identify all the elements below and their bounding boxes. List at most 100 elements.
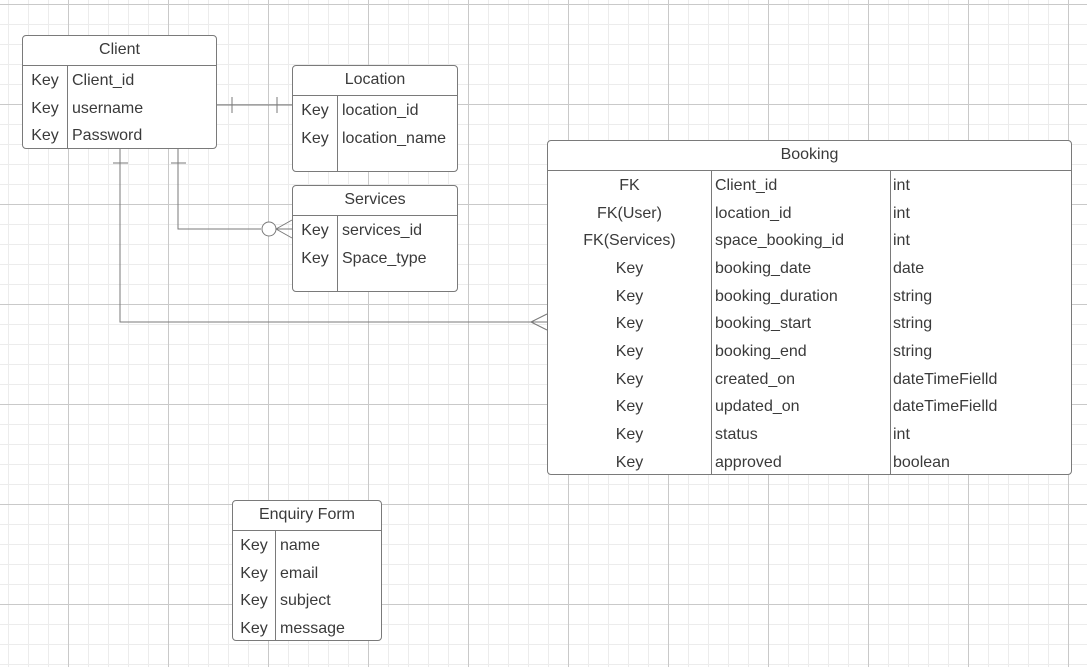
booking-field-cell: booking_duration: [715, 287, 838, 305]
booking-column-divider-1: [711, 171, 712, 474]
client-row: Key Client_id: [23, 67, 216, 95]
booking-type-cell: int: [893, 426, 910, 444]
booking-field-cell: location_id: [715, 204, 792, 222]
enquiry-form-title: Enquiry Form: [233, 501, 381, 531]
booking-key-cell: Key: [615, 426, 644, 444]
booking-field-cell: status: [715, 426, 758, 444]
services-key-cell: Key: [301, 249, 329, 267]
crow-foot-services: [275, 219, 293, 239]
booking-field-cell: Client_id: [715, 176, 778, 194]
location-key-cell: Key: [301, 129, 329, 147]
enquiry-form-field-cell: name: [280, 536, 321, 554]
enquiry-form-row: Key subject: [233, 587, 381, 615]
booking-field-cell: space_booking_id: [715, 232, 844, 250]
booking-row: Key status int: [548, 421, 1071, 449]
booking-row: FK Client_id int: [548, 172, 1071, 200]
services-row: Key Space_type: [293, 245, 457, 273]
booking-type-cell: date: [893, 259, 925, 277]
booking-field-cell: updated_on: [715, 398, 800, 416]
booking-type-cell: string: [893, 342, 933, 360]
booking-field-cell: booking_date: [715, 259, 812, 277]
enquiry-form-entity[interactable]: Enquiry Form Key name Key email Key subj…: [232, 500, 382, 641]
enquiry-form-row: Key email: [233, 560, 381, 588]
booking-title: Booking: [548, 141, 1071, 171]
client-key-cell: Key: [31, 99, 59, 117]
booking-row: Key booking_end string: [548, 338, 1071, 366]
location-body: Key location_id Key location_name: [293, 96, 457, 171]
booking-row: Key approved boolean: [548, 449, 1071, 474]
client-booking-connector[interactable]: [119, 149, 547, 323]
enquiry-form-field-cell: email: [280, 564, 319, 582]
enquiry-form-key-cell: Key: [240, 619, 268, 637]
client-field-cell: Client_id: [72, 71, 135, 89]
client-entity[interactable]: Client Key Client_id Key username Key Pa…: [22, 35, 217, 149]
services-entity[interactable]: Services Key services_id Key Space_type: [292, 185, 458, 292]
location-entity[interactable]: Location Key location_id Key location_na…: [292, 65, 458, 172]
location-row: Key location_name: [293, 125, 457, 153]
enquiry-form-key-cell: Key: [240, 564, 268, 582]
booking-row: Key booking_start string: [548, 310, 1071, 338]
booking-key-cell: Key: [615, 453, 644, 471]
client-title: Client: [23, 36, 216, 66]
client-services-connector[interactable]: [177, 149, 261, 230]
location-row: Key location_id: [293, 97, 457, 125]
booking-field-cell: booking_start: [715, 315, 812, 333]
booking-key-cell: Key: [615, 315, 644, 333]
client-row: Key username: [23, 95, 216, 123]
booking-key-cell: Key: [615, 342, 644, 360]
services-column-divider: [337, 216, 338, 291]
enquiry-form-field-cell: message: [280, 619, 345, 637]
booking-type-cell: int: [893, 176, 910, 194]
crow-foot-booking: [530, 313, 548, 331]
enquiry-form-key-cell: Key: [240, 536, 268, 554]
booking-key-cell: Key: [615, 398, 644, 416]
services-field-cell: services_id: [342, 221, 423, 239]
booking-type-cell: string: [893, 287, 933, 305]
location-column-divider: [337, 96, 338, 171]
enquiry-form-column-divider: [275, 531, 276, 640]
booking-body: FK Client_id int FK(User) location_id in…: [548, 171, 1071, 474]
client-body: Key Client_id Key username Key Password: [23, 66, 216, 148]
booking-entity[interactable]: Booking FK Client_id int FK(User) locati…: [547, 140, 1072, 475]
zero-marker-services: [261, 221, 277, 237]
client-field-cell: Password: [72, 127, 143, 145]
booking-field-cell: created_on: [715, 370, 796, 388]
services-row: Key services_id: [293, 217, 457, 245]
services-body: Key services_id Key Space_type: [293, 216, 457, 291]
booking-key-cell: FK(User): [597, 204, 662, 222]
booking-type-cell: int: [893, 204, 910, 222]
client-field-cell: username: [72, 99, 144, 117]
location-field-cell: location_id: [342, 101, 419, 119]
client-key-cell: Key: [31, 71, 59, 89]
location-key-cell: Key: [301, 101, 329, 119]
enquiry-form-body: Key name Key email Key subject Key messa…: [233, 531, 381, 640]
booking-type-cell: dateTimeFielld: [893, 370, 998, 388]
enquiry-form-row: Key name: [233, 532, 381, 560]
location-field-cell: location_name: [342, 129, 447, 147]
booking-key-cell: Key: [615, 259, 644, 277]
booking-row: Key updated_on dateTimeFielld: [548, 394, 1071, 422]
booking-type-cell: dateTimeFielld: [893, 398, 998, 416]
booking-row: FK(User) location_id int: [548, 200, 1071, 228]
booking-type-cell: int: [893, 232, 910, 250]
services-key-cell: Key: [301, 221, 329, 239]
booking-row: FK(Services) space_booking_id int: [548, 227, 1071, 255]
location-title: Location: [293, 66, 457, 96]
services-field-cell: Space_type: [342, 249, 427, 267]
booking-field-cell: approved: [715, 453, 782, 471]
booking-column-divider-2: [890, 171, 891, 474]
client-column-divider: [67, 66, 68, 148]
booking-row: Key created_on dateTimeFielld: [548, 366, 1071, 394]
booking-row: Key booking_date date: [548, 255, 1071, 283]
booking-type-cell: boolean: [893, 453, 950, 471]
booking-type-cell: string: [893, 315, 933, 333]
booking-key-cell: FK(Services): [583, 232, 676, 250]
booking-row: Key booking_duration string: [548, 283, 1071, 311]
services-title: Services: [293, 186, 457, 216]
enquiry-form-row: Key message: [233, 615, 381, 640]
booking-key-cell: Key: [615, 370, 644, 388]
client-row: Key Password: [23, 122, 216, 148]
booking-key-cell: FK: [619, 176, 640, 194]
enquiry-form-key-cell: Key: [240, 592, 268, 610]
